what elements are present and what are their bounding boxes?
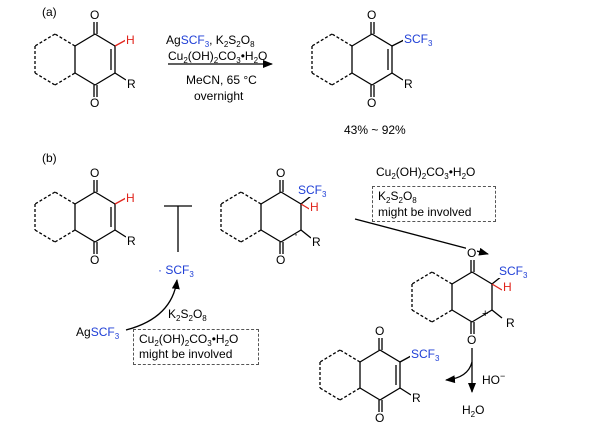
- atom-oxygen: O: [366, 96, 378, 110]
- atom-oxygen: O: [275, 253, 287, 267]
- quinone-product-b: [319, 338, 412, 412]
- reagents-line-2: Cu2(OH)2CO3•H2O: [168, 49, 268, 65]
- hydroxide-base: HO−: [482, 371, 506, 387]
- quinone-starting-material-a: [34, 22, 127, 97]
- scf3-radical: · SCF3: [158, 263, 194, 279]
- r-group: R: [403, 77, 414, 91]
- atom-hydrogen: H: [125, 191, 136, 205]
- persulfate-note-box: [372, 186, 496, 222]
- radical-generation-arrow: [125, 279, 180, 331]
- atom-hydrogen: H: [502, 280, 513, 294]
- scf3-group: SCF3: [410, 347, 441, 363]
- scf3-group: SCF3: [403, 32, 434, 48]
- copper-reagent: Cu2(OH)2CO3•H2O: [376, 165, 476, 181]
- radical-dot: ·: [294, 227, 298, 241]
- scf3-group: SCF3: [297, 183, 328, 199]
- silver-reagent: AgSCF3: [76, 325, 120, 341]
- deprotonation-curve: [445, 361, 473, 384]
- scf3-group: SCF3: [498, 264, 529, 280]
- r-group: R: [505, 316, 516, 330]
- atom-oxygen: O: [89, 253, 101, 267]
- atom-oxygen: O: [374, 411, 386, 425]
- r-group: R: [411, 391, 422, 405]
- panel-label-b: (b): [42, 151, 57, 165]
- copper-note-line-1: Cu2(OH)2CO3•H2O: [139, 332, 239, 348]
- cation-intermediate: [411, 260, 503, 334]
- quinone-starting-material-b: [34, 180, 127, 254]
- radical-intermediate: [220, 180, 312, 254]
- atom-oxygen: O: [374, 324, 386, 338]
- oxidant-label: K2S2O8: [168, 307, 207, 323]
- persulfate-note-line-2: might be involved: [378, 205, 472, 219]
- copper-note-line-2: might be involved: [139, 347, 233, 361]
- atom-hydrogen: H: [309, 200, 320, 214]
- atom-oxygen: O: [89, 166, 101, 180]
- reagents-line-1: AgSCF3, K2S2O8: [166, 33, 255, 49]
- copper-note-box: [133, 329, 259, 365]
- condition-line-2: overnight: [194, 89, 244, 103]
- atom-oxygen: O: [366, 8, 378, 22]
- panel-label-a: (a): [42, 5, 57, 19]
- persulfate-note-line-1: K2S2O8: [378, 189, 417, 205]
- yield-range: 43% ~ 92%: [344, 123, 406, 137]
- r-group: R: [126, 77, 137, 91]
- atom-hydrogen: H: [125, 33, 136, 47]
- r-group: R: [126, 234, 137, 248]
- water-byproduct: H2O: [462, 403, 485, 419]
- atom-oxygen: O: [466, 246, 478, 260]
- cation-charge: +: [482, 308, 489, 320]
- oxidation-arrow: [354, 218, 489, 256]
- r-group: R: [311, 235, 322, 249]
- condition-line-1: MeCN, 65 °C: [186, 73, 257, 87]
- atom-oxygen: O: [89, 8, 101, 22]
- atom-oxygen: O: [89, 96, 101, 110]
- quinone-product-a: [311, 22, 405, 97]
- atom-oxygen: O: [466, 333, 478, 347]
- atom-oxygen: O: [275, 166, 287, 180]
